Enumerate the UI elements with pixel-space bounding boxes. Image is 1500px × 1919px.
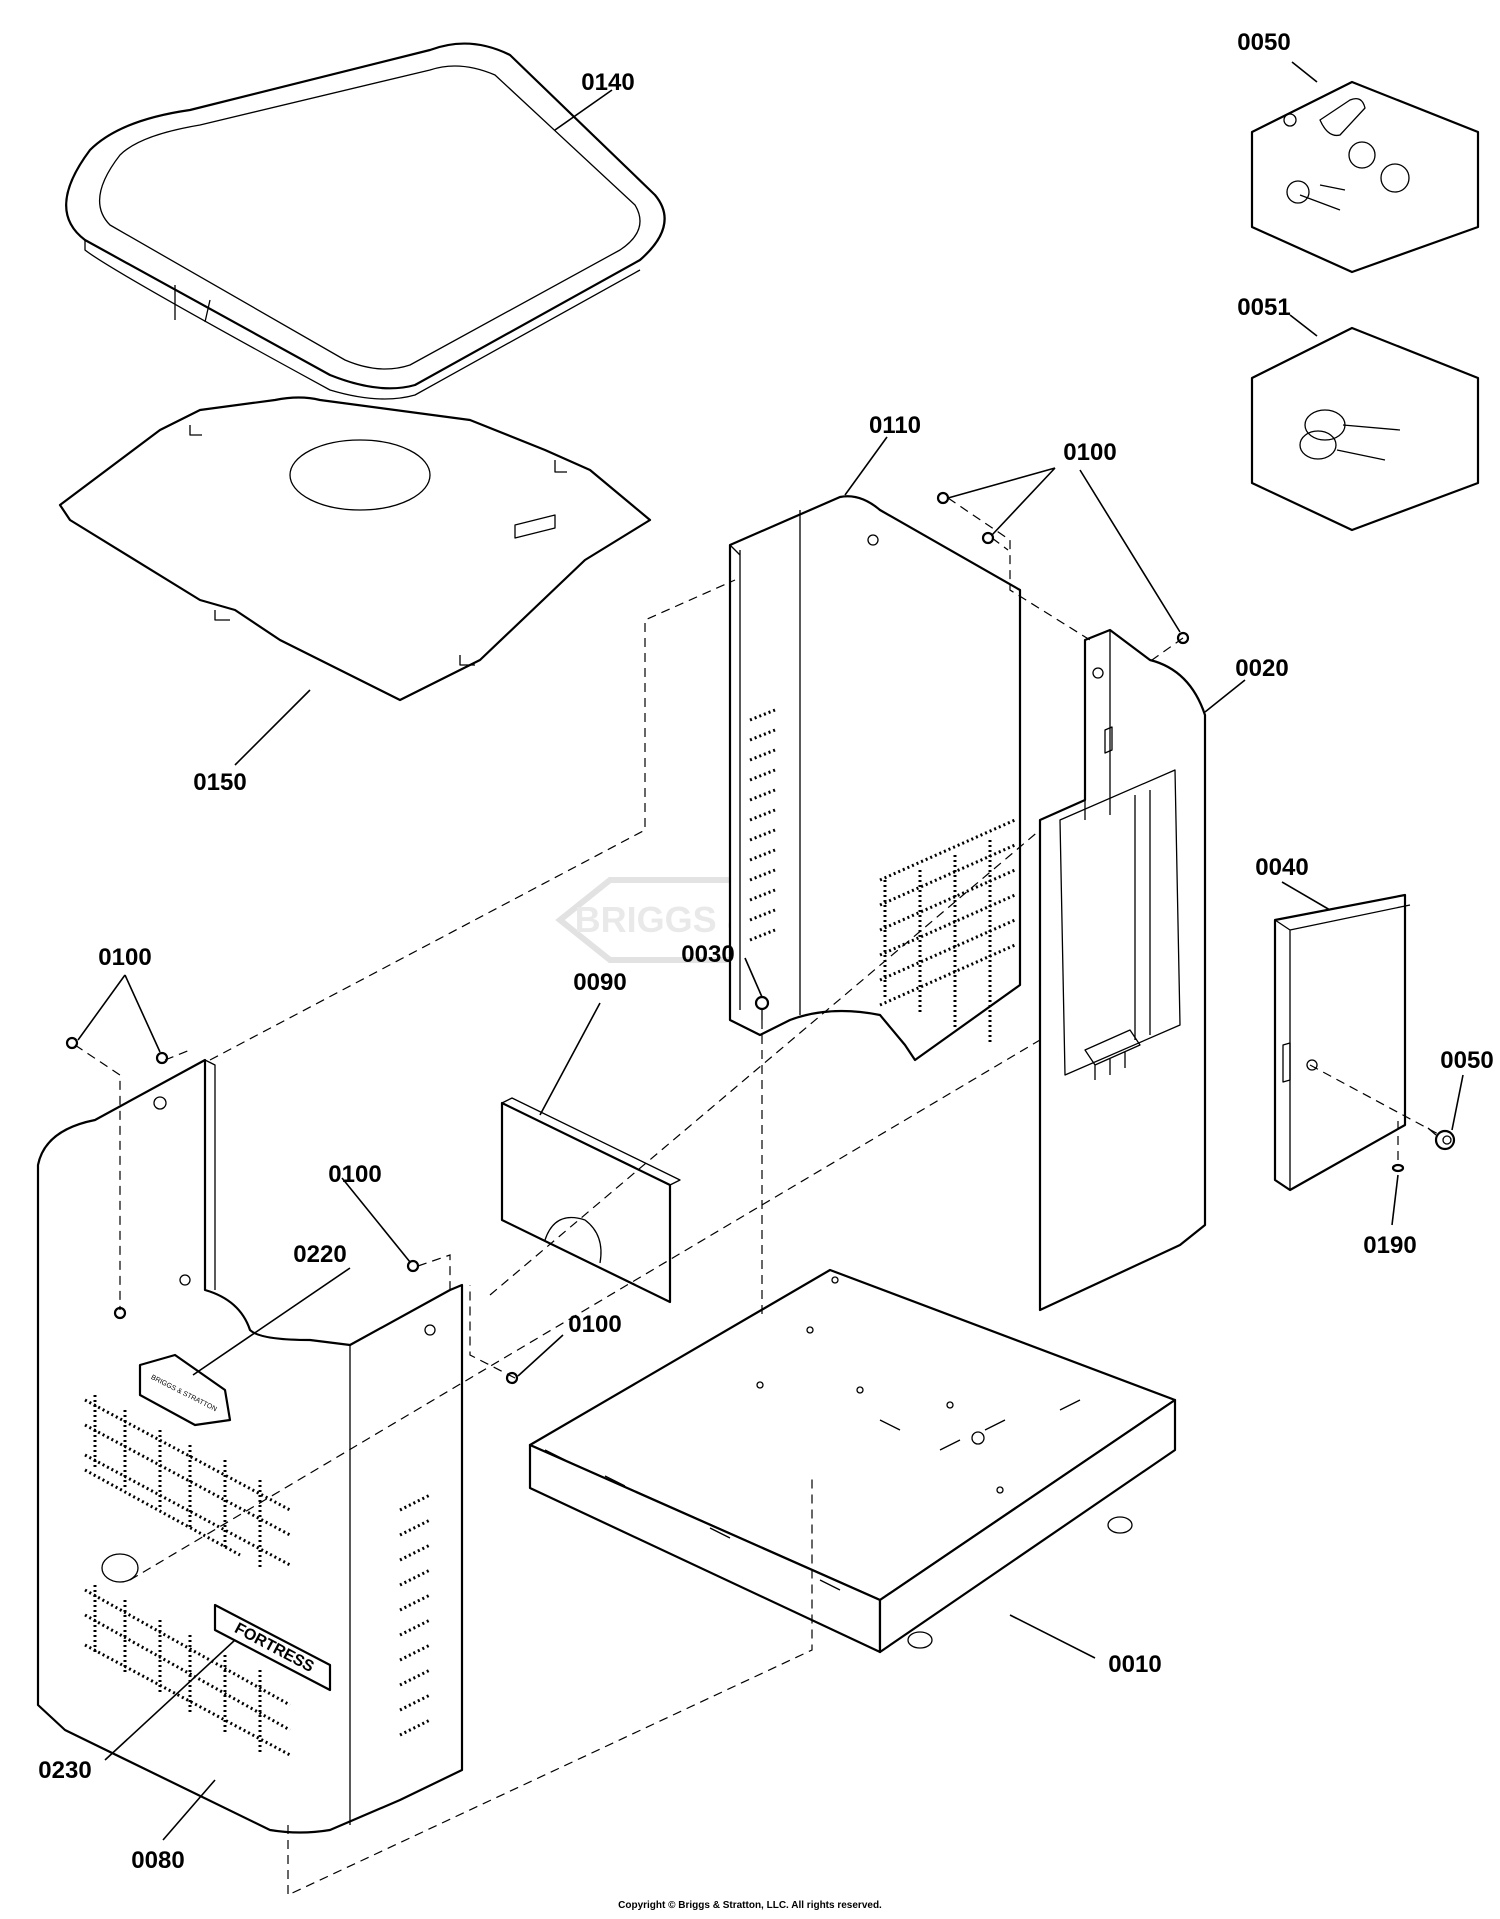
callout-0220: 0220 bbox=[293, 1241, 346, 1268]
callout-0020: 0020 bbox=[1235, 655, 1288, 682]
copyright-notice: Copyright © Briggs & Stratton, LLC. All … bbox=[618, 1900, 882, 1911]
part-0050-lock-small[interactable] bbox=[1427, 1127, 1456, 1151]
callout-0140: 0140 bbox=[581, 69, 634, 96]
part-0020-front-panel[interactable] bbox=[1038, 628, 1207, 1312]
callout-0010: 0010 bbox=[1108, 1651, 1161, 1678]
callout-0100-lower: 0100 bbox=[568, 1311, 621, 1338]
callout-0090: 0090 bbox=[573, 969, 626, 996]
callout-0230: 0230 bbox=[38, 1757, 91, 1784]
key-set-icon bbox=[1299, 409, 1401, 461]
part-0110-side-panel[interactable] bbox=[728, 495, 1022, 1062]
part-0220-logo-badge[interactable]: BRIGGS & STRATTON bbox=[138, 1353, 232, 1427]
screws-0100[interactable] bbox=[65, 491, 1190, 1385]
part-0150-gasket[interactable] bbox=[58, 396, 652, 702]
assembly-lines bbox=[74, 497, 1441, 1896]
callout-0040: 0040 bbox=[1255, 854, 1308, 881]
part-0190-screw[interactable] bbox=[1391, 1163, 1405, 1173]
callout-0150: 0150 bbox=[193, 769, 246, 796]
callout-0051: 0051 bbox=[1237, 294, 1290, 321]
callout-labels: 0140 0150 0110 0100 0020 0050 0051 0040 … bbox=[38, 29, 1493, 1874]
side-panel-vents bbox=[749, 708, 1016, 1045]
callout-0110: 0110 bbox=[869, 412, 921, 439]
front-cover-vents bbox=[84, 1395, 431, 1757]
callout-0080: 0080 bbox=[131, 1847, 184, 1874]
lock-kit-icon bbox=[1283, 97, 1410, 211]
callout-0100-left: 0100 bbox=[98, 944, 151, 971]
callout-0100-top: 0100 bbox=[1063, 439, 1116, 466]
part-0090-insulation-plate[interactable] bbox=[500, 1097, 681, 1304]
kit-0050-lock-kit[interactable] bbox=[1250, 80, 1480, 274]
callout-0050-lock: 0050 bbox=[1440, 1047, 1493, 1074]
callout-0030: 0030 bbox=[681, 941, 734, 968]
part-0010-base[interactable] bbox=[528, 1268, 1177, 1654]
callout-0050-kit: 0050 bbox=[1237, 29, 1290, 56]
part-0080-front-cover[interactable] bbox=[36, 1058, 464, 1834]
leader-lines bbox=[77, 61, 1464, 1841]
callout-0100-mid: 0100 bbox=[328, 1161, 381, 1188]
callout-0190: 0190 bbox=[1363, 1232, 1416, 1259]
part-0040-access-door[interactable] bbox=[1273, 893, 1411, 1192]
kit-0051-key-set[interactable] bbox=[1250, 326, 1480, 532]
part-0140-lid[interactable] bbox=[65, 42, 666, 400]
